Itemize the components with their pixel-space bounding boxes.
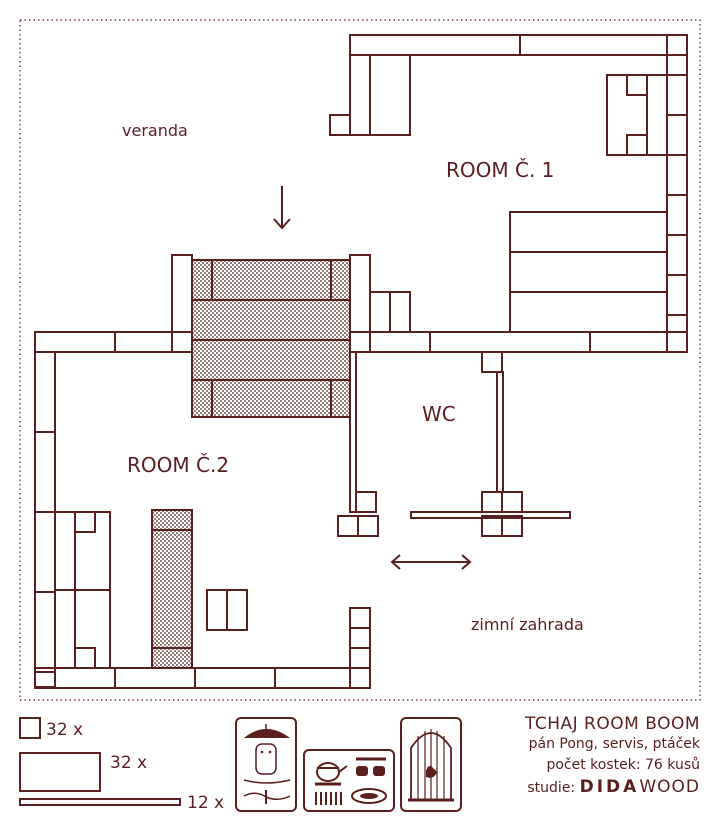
person-card-icon (235, 717, 297, 812)
studio-line: studie: DIDAWOOD (527, 777, 700, 797)
label-winter-garden: zimní zahrada (471, 615, 584, 634)
piece-count: počet kostek: 76 kusů (546, 757, 700, 773)
title: TCHAJ ROOM BOOM (524, 714, 700, 734)
legend-square-piece (19, 717, 41, 739)
brand-dida-logo: DIDA (579, 777, 640, 797)
legend-bar-count: 12 x (187, 793, 224, 813)
label-veranda: veranda (122, 121, 188, 140)
label-wc: WC (422, 402, 456, 426)
label-room-2: ROOM Č.2 (127, 453, 229, 477)
tea-service-card-icon (303, 749, 395, 812)
entry-arrow-icon (273, 186, 291, 230)
studio-prefix: studie: (527, 780, 576, 796)
subtitle: pán Pong, servis, ptáček (528, 736, 700, 752)
legend-rect-piece (19, 752, 101, 792)
legend-rect-count: 32 x (110, 753, 147, 773)
label-room-1: ROOM Č. 1 (446, 158, 554, 182)
dotted-sofa (151, 509, 193, 669)
walls (34, 34, 688, 689)
brand-wood-logo: WOOD (639, 777, 700, 797)
legend-bar-piece (19, 798, 181, 806)
legend-square-count: 32 x (46, 720, 83, 740)
staircase (191, 259, 351, 418)
birdcage-card-icon (400, 717, 462, 812)
legend-pieces (19, 717, 181, 806)
double-arrow-icon (390, 554, 472, 570)
